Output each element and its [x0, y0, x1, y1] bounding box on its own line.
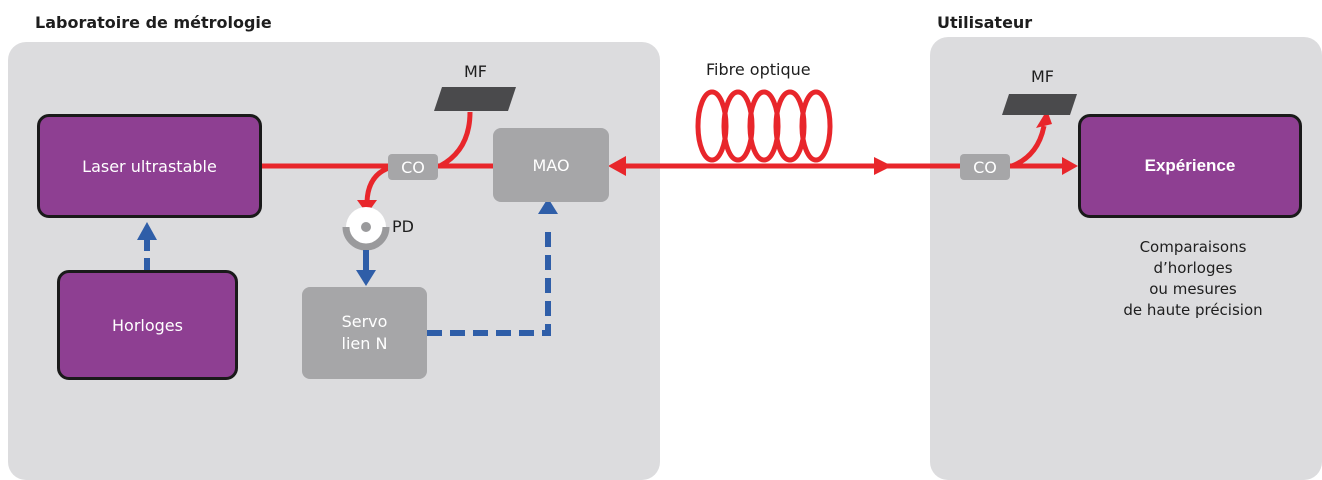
- optical-arrowhead-experiment: [1062, 157, 1078, 175]
- experiment-note-line: de haute précision: [1123, 301, 1263, 319]
- optical-path-user-co-to-mirror: [1011, 125, 1047, 169]
- user-mirror-label: MF: [1031, 67, 1055, 86]
- electrical-path-servo-to-aom: [427, 224, 551, 336]
- user-mirror-shape: [1002, 94, 1077, 115]
- servo-box: Servo lien N: [302, 287, 427, 379]
- lab-coupler: CO: [388, 154, 438, 180]
- servo-label-line2: lien N: [341, 334, 388, 353]
- fiber-coil: [695, 89, 833, 163]
- user-coupler: CO: [960, 154, 1010, 180]
- electrical-arrowhead-laser: [137, 222, 157, 240]
- user-section-title: Utilisateur: [937, 13, 1033, 32]
- lab-section-title: Laboratoire de métrologie: [35, 13, 272, 32]
- electrical-arrowhead-servo: [356, 270, 376, 286]
- servo-label-line1: Servo: [341, 312, 388, 331]
- aom-box: MAO: [493, 128, 609, 202]
- experiment-box: Expérience: [1078, 114, 1302, 218]
- optical-arrowhead-aom: [608, 156, 626, 176]
- fiber-label: Fibre optique: [706, 60, 811, 79]
- optical-arrowhead-fiber-mid: [874, 157, 892, 175]
- clocks-box: Horloges: [57, 270, 238, 380]
- photodiode-label: PD: [392, 217, 414, 236]
- user-panel: [930, 37, 1322, 480]
- electrical-arrowhead-aom: [538, 198, 558, 214]
- experiment-note-line: d’horloges: [1153, 259, 1233, 277]
- experiment-note: Comparaisons d’horloges ou mesures de ha…: [1108, 237, 1278, 321]
- experiment-note-line: ou mesures: [1149, 280, 1237, 298]
- lab-mirror-label: MF: [464, 62, 488, 81]
- lab-mirror-shape: [434, 87, 516, 111]
- optical-arrowhead-pd: [357, 200, 377, 214]
- laser-box: Laser ultrastable: [37, 114, 262, 218]
- photodiode-icon: [342, 207, 390, 251]
- optical-path-co-to-mirror: [438, 111, 473, 169]
- experiment-note-line: Comparaisons: [1139, 238, 1247, 256]
